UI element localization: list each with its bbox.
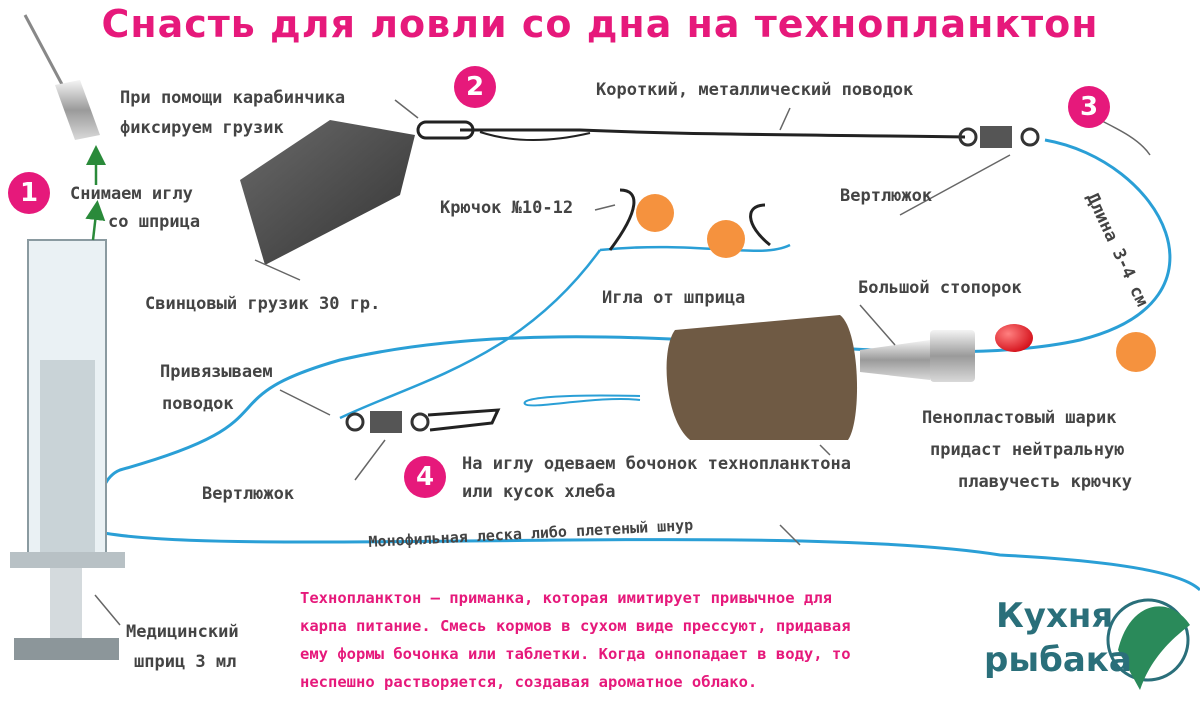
label-foam-3: плавучесть крючку [958,472,1132,492]
step-1-badge: 1 [8,172,50,214]
syringe-needle [860,340,930,380]
technoplankton-note: Технопланктон — приманка, которая имитир… [300,584,970,696]
main-fishing-line [87,138,1200,592]
foam-ball-hook-1 [636,194,674,232]
note-line-1: Технопланктон — приманка, которая имитир… [300,589,832,607]
logo-text-1: Кухня [996,596,1114,636]
note-line-2: карпа питание. Смесь кормов в сухом виде… [300,617,851,635]
label-tie-leader-2: поводок [162,394,234,414]
label-carabiner-2: фиксируем грузик [120,118,284,138]
label-short-leader: Короткий, металлический поводок [596,80,914,100]
step-3-badge: 3 [1068,86,1110,128]
label-tie-leader-1: Привязываем [160,362,273,382]
lead-sinker [240,120,415,265]
label-remove-needle-2: со шприца [108,212,201,232]
hook-leader-line-1 [339,249,602,420]
foam-ball-hook-2 [707,220,745,258]
label-foam-2: придаст нейтральную [930,440,1125,460]
label-syringe-1: Медицинский [126,622,239,642]
logo-text-2: рыбака [984,640,1132,680]
step-4-badge: 4 [404,456,446,498]
note-line-4: неспешно растворяется, создавая ароматно… [300,673,758,691]
label-carabiner-1: При помощи карабинчика [120,88,346,108]
hook-leader-line-2 [599,243,791,253]
metal-leader [460,128,966,139]
label-sinker: Свинцовый грузик 30 гр. [145,294,381,314]
logo-fish-icon [1106,598,1190,690]
label-foam-1: Пенопластовый шарик [922,408,1117,428]
technoplankton-barrel [666,315,858,440]
syringe-plunger [50,568,82,638]
foam-ball-floating [1116,332,1156,372]
step-2-badge: 2 [454,66,496,108]
label-hook-size: Крючок №10-12 [440,198,574,218]
label-syringe-2: шприц 3 мл [134,652,237,672]
label-plankton-2: или кусок хлеба [462,482,616,502]
label-plankton-1: На иглу одеваем бочонок технопланктона [462,454,851,474]
note-line-3: ему формы бочонка или таблетки. Когда он… [300,645,851,663]
plankton-loop [523,394,641,407]
label-remove-needle-1: Снимаем иглу [70,184,193,204]
label-big-stopper: Большой стопорок [858,278,1022,298]
label-needle: Игла от шприца [602,288,746,308]
hook-1 [608,188,636,251]
label-swivel-bottom: Вертлюжок [202,484,295,504]
label-swivel-top: Вертлюжок [840,186,933,206]
page-title: Снасть для ловли со дна на технопланктон [101,2,1099,46]
hook-2 [749,203,771,247]
big-stopper [995,324,1033,352]
